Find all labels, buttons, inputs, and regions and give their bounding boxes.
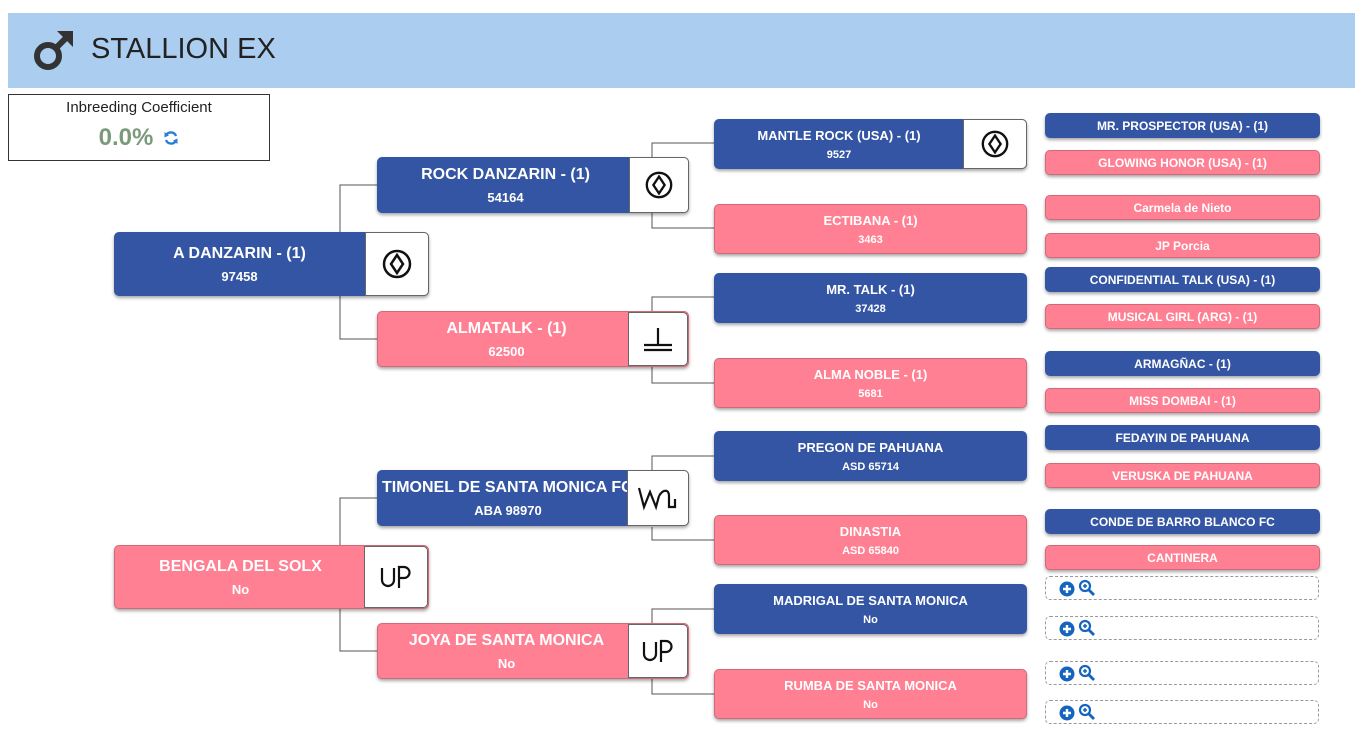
gen3-node[interactable]: DINASTIA ASD 65840 [714, 515, 1027, 565]
horse-name: ECTIBANA - (1) [823, 212, 918, 228]
horse-registration: 54164 [487, 189, 524, 205]
horse-name: A DANZARIN - (1) [173, 244, 306, 262]
horse-registration: 37428 [855, 302, 886, 315]
gen2-node[interactable]: TIMONEL DE SANTA MONICA FC ABA 98970 [377, 470, 689, 526]
horse-registration: ASD 65714 [842, 460, 899, 473]
gen4-node[interactable]: VERUSKA DE PAHUANA [1045, 463, 1320, 488]
empty-ancestor-slot [1045, 661, 1319, 685]
horse-name: ALMATALK - (1) [446, 319, 567, 337]
sire-node[interactable]: A DANZARIN - (1) 97458 [114, 232, 429, 296]
horse-name: ALMA NOBLE - (1) [813, 366, 928, 382]
magnifier-icon[interactable] [1078, 664, 1096, 682]
plus-circle-icon[interactable] [1059, 705, 1075, 721]
gen3-node[interactable]: ALMA NOBLE - (1) 5681 [714, 358, 1027, 408]
page-title: STALLION EX [91, 33, 276, 65]
dam-node[interactable]: BENGALA DEL SOLX No [114, 545, 429, 609]
horse-registration: ASD 65840 [842, 544, 899, 557]
horse-name: MR. PROSPECTOR (USA) - (1) [1096, 118, 1269, 133]
gen4-node[interactable]: JP Porcia [1045, 233, 1320, 258]
plus-circle-icon[interactable] [1059, 581, 1075, 597]
horse-name: CONDE DE BARRO BLANCO FC [1090, 514, 1275, 529]
horse-name: MANTLE ROCK (USA) - (1) [757, 127, 921, 143]
wave-brand-icon [627, 470, 689, 526]
horse-name: TIMONEL DE SANTA MONICA FC [382, 478, 633, 496]
inbreeding-value: 0.0% [98, 124, 154, 151]
gen2-node[interactable]: ROCK DANZARIN - (1) 54164 [377, 157, 689, 213]
diamond-circle-brand-icon [963, 119, 1027, 169]
horse-name: MADRIGAL DE SANTA MONICA [773, 592, 968, 608]
gen2-node[interactable]: JOYA DE SANTA MONICA No [377, 623, 689, 679]
gen4-node[interactable]: CANTINERA [1045, 545, 1320, 570]
horse-name: PREGON DE PAHUANA [797, 439, 944, 455]
gen4-node[interactable]: GLOWING HONOR (USA) - (1) [1045, 150, 1320, 175]
horse-name: JP Porcia [1155, 238, 1210, 253]
horse-name: Carmela de Nieto [1133, 200, 1232, 215]
up-brand-icon [628, 624, 688, 678]
horse-name: FEDAYIN DE PAHUANA [1115, 430, 1250, 445]
gen4-node[interactable]: CONFIDENTIAL TALK (USA) - (1) [1045, 267, 1320, 292]
gen3-node[interactable]: RUMBA DE SANTA MONICA No [714, 669, 1027, 719]
horse-name: CANTINERA [1147, 550, 1218, 565]
horse-registration: No [863, 613, 878, 626]
gen3-node[interactable]: MADRIGAL DE SANTA MONICA No [714, 584, 1027, 634]
refresh-icon[interactable] [163, 130, 179, 146]
gen4-node[interactable]: MUSICAL GIRL (ARG) - (1) [1045, 304, 1320, 329]
gen3-node[interactable]: MR. TALK - (1) 37428 [714, 273, 1027, 323]
inbreeding-label: Inbreeding Coefficient [66, 99, 212, 116]
gen3-node[interactable]: MANTLE ROCK (USA) - (1) 9527 [714, 119, 1027, 169]
gen2-node[interactable]: ALMATALK - (1) 62500 [377, 311, 689, 367]
horse-name: JOYA DE SANTA MONICA [408, 631, 605, 649]
male-symbol-icon [34, 31, 73, 70]
horse-name: MISS DOMBAI - (1) [1129, 393, 1236, 408]
magnifier-icon[interactable] [1078, 579, 1096, 597]
horse-registration: 97458 [221, 268, 258, 284]
horse-name: ARMAGÑAC - (1) [1134, 356, 1231, 371]
gen4-node[interactable]: MR. PROSPECTOR (USA) - (1) [1045, 113, 1320, 138]
plus-circle-icon[interactable] [1059, 621, 1075, 637]
horse-registration: 5681 [858, 387, 883, 400]
page-header: STALLION EX [8, 13, 1355, 88]
gen3-node[interactable]: ECTIBANA - (1) 3463 [714, 204, 1027, 254]
horse-registration: No [231, 581, 250, 597]
horse-name: VERUSKA DE PAHUANA [1112, 468, 1253, 483]
gen4-node[interactable]: FEDAYIN DE PAHUANA [1045, 425, 1320, 450]
gen4-node[interactable]: MISS DOMBAI - (1) [1045, 388, 1320, 413]
magnifier-icon[interactable] [1078, 619, 1096, 637]
horse-name: GLOWING HONOR (USA) - (1) [1098, 155, 1267, 170]
diamond-circle-brand-icon [629, 157, 689, 213]
horse-name: MR. TALK - (1) [826, 281, 915, 297]
up-brand-icon [364, 546, 428, 608]
horse-registration: ABA 98970 [474, 502, 542, 518]
horse-registration: No [863, 698, 878, 711]
gen3-node[interactable]: PREGON DE PAHUANA ASD 65714 [714, 431, 1027, 481]
inbreeding-panel: Inbreeding Coefficient 0.0% [8, 94, 270, 161]
horse-registration: 62500 [488, 343, 525, 359]
horse-name: DINASTIA [839, 523, 902, 539]
empty-ancestor-slot [1045, 700, 1319, 724]
empty-ancestor-slot [1045, 576, 1319, 600]
horse-registration: No [497, 655, 516, 671]
gen4-node[interactable]: ARMAGÑAC - (1) [1045, 351, 1320, 376]
horse-registration: 9527 [826, 148, 852, 161]
magnifier-icon[interactable] [1078, 703, 1096, 721]
horse-name: MUSICAL GIRL (ARG) - (1) [1107, 309, 1258, 324]
horse-name: ROCK DANZARIN - (1) [421, 165, 590, 183]
horse-name: BENGALA DEL SOLX [159, 557, 322, 575]
plus-circle-icon[interactable] [1059, 666, 1075, 682]
diamond-circle-brand-icon [365, 232, 429, 296]
inverted-t-brand-icon [628, 312, 688, 366]
horse-registration: 3463 [858, 233, 883, 246]
gen4-node[interactable]: Carmela de Nieto [1045, 195, 1320, 220]
gen4-node[interactable]: CONDE DE BARRO BLANCO FC [1045, 509, 1320, 534]
horse-name: CONFIDENTIAL TALK (USA) - (1) [1089, 272, 1276, 287]
empty-ancestor-slot [1045, 616, 1319, 640]
horse-name: RUMBA DE SANTA MONICA [784, 677, 957, 693]
